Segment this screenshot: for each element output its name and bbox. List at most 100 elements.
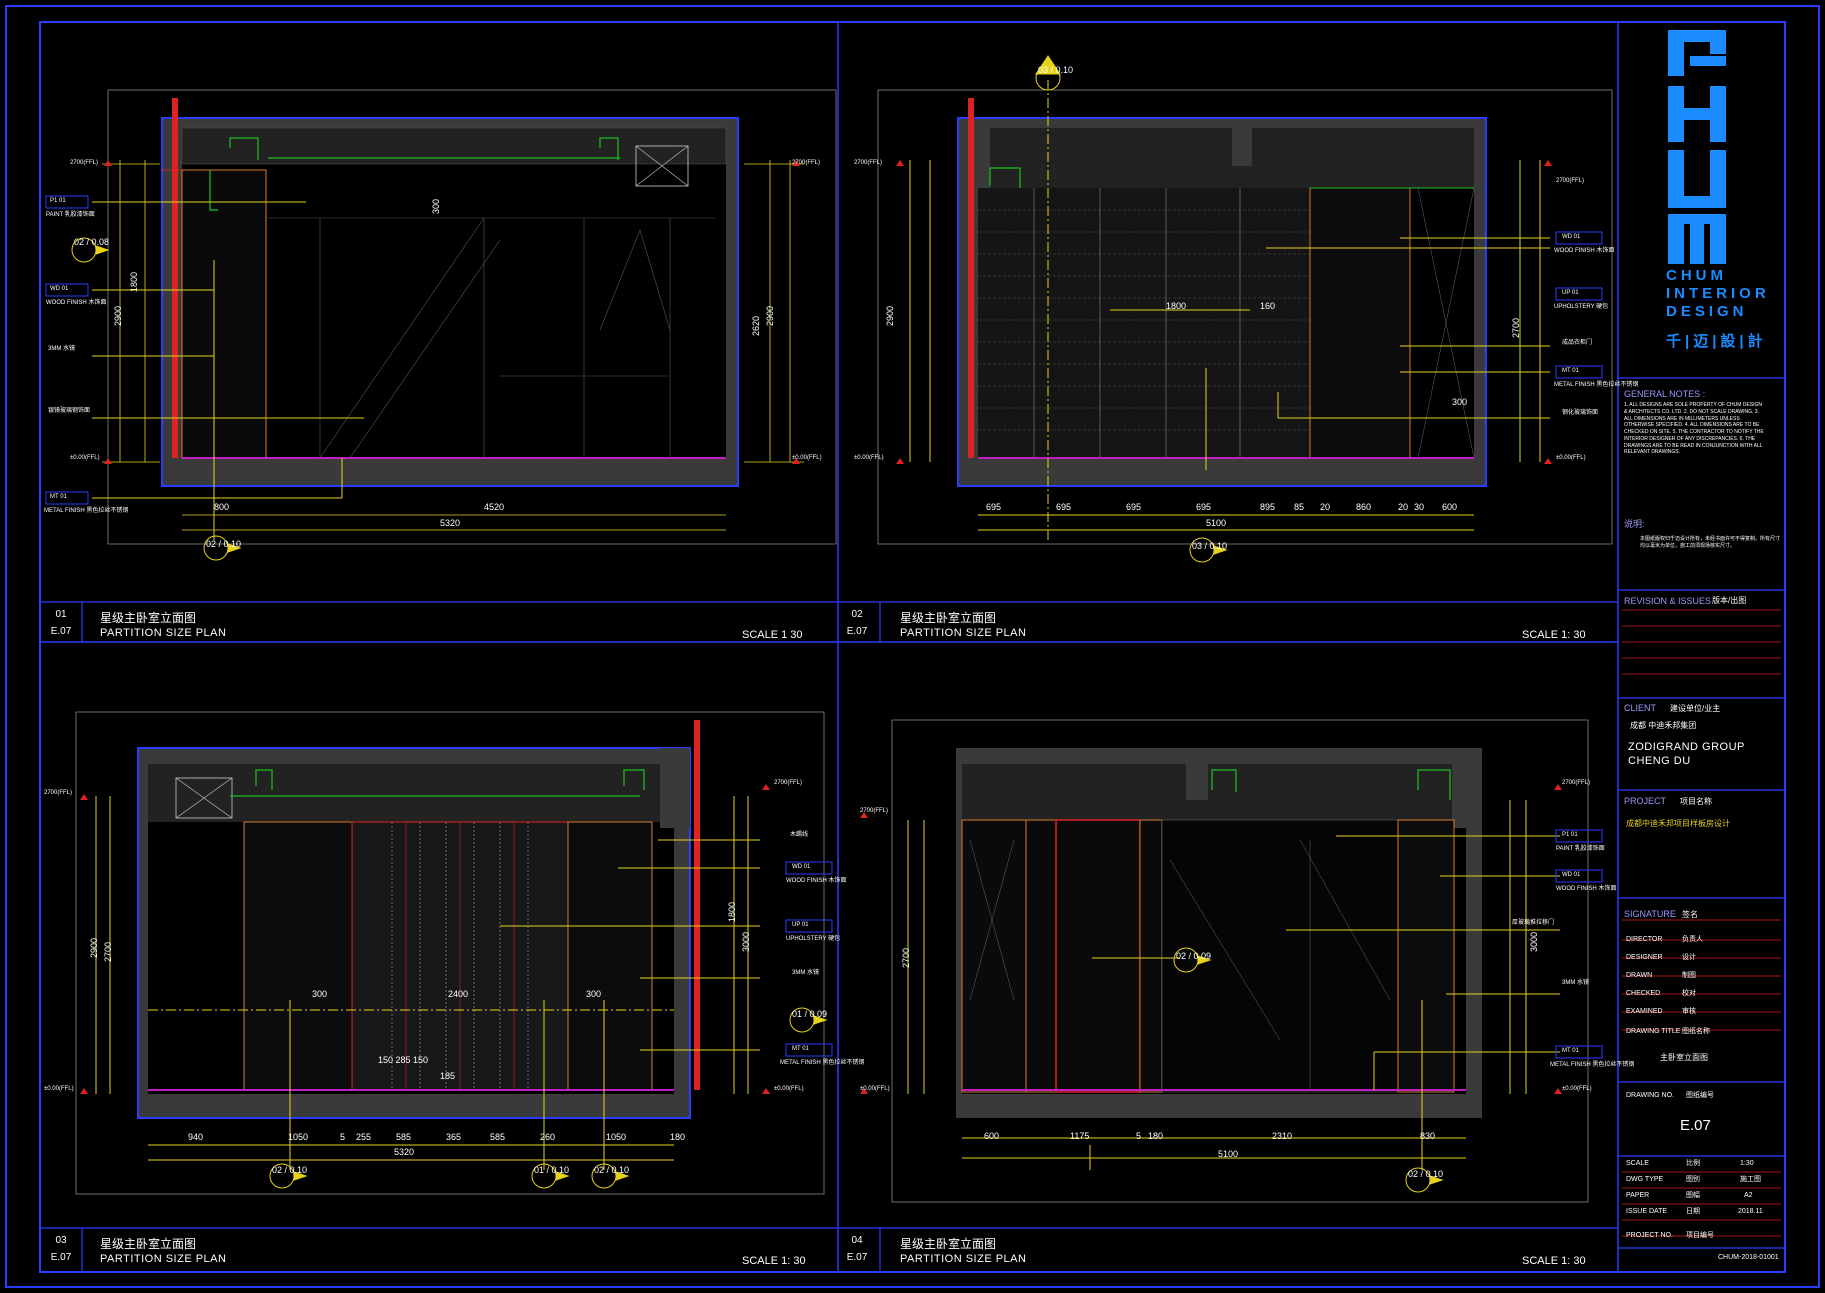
- v3-label-baseboard: 木踢线: [790, 832, 809, 838]
- v1-level-top-left: 2700(FFL): [70, 160, 99, 166]
- v1-dim-2900r: 2900: [765, 305, 775, 326]
- v4-dim-1175: 1175: [1070, 1131, 1090, 1141]
- view-scale-04: SCALE 1: 30: [1522, 1255, 1586, 1267]
- v3-label-upholstery: UPHOLSTERY 硬包: [786, 936, 841, 942]
- v2-dim-30: 30: [1414, 502, 1425, 512]
- v4-level-top-left: 2700(FFL): [860, 808, 889, 814]
- v4-tag-p1: P1 01: [1562, 832, 1578, 838]
- v2-label-metal: METAL FINISH 黑色拉丝不锈钢: [1554, 382, 1639, 388]
- meta-scale-cn: 比例: [1686, 1160, 1700, 1167]
- v3-dim-185: 185: [440, 1071, 456, 1081]
- v1-dim-300: 300: [431, 198, 441, 214]
- v3-dim-150-285: 150 285 150: [378, 1055, 429, 1065]
- v3-dim-2400: 2400: [448, 989, 469, 999]
- v4-tag-wd: WD 01: [1562, 872, 1581, 878]
- v1-label-paint: PAINT 乳胶漆饰面: [46, 212, 95, 218]
- v3-dim-180: 180: [670, 1132, 686, 1142]
- drawing-title-label: DRAWING TITLE: [1626, 1028, 1681, 1035]
- v1-tag-wd: WD 01: [50, 286, 69, 292]
- brand-line-cn: 千|迈|設|計: [1666, 333, 1767, 350]
- v2-marker-top: 03 / 0.10: [1038, 65, 1074, 75]
- v1-label-glass: 3MM 水镜: [48, 346, 76, 352]
- view-title-03: 星级主卧室立面图: [100, 1237, 197, 1251]
- project-heading-cn: 项目名称: [1680, 797, 1712, 806]
- general-notes-heading: GENERAL NOTES :: [1624, 389, 1706, 399]
- view-scale-03: SCALE 1: 30: [742, 1255, 806, 1267]
- v2-dim-860: 860: [1356, 502, 1372, 512]
- v2-label-wardrobe: 成品衣柜门: [1562, 340, 1593, 346]
- v3-dim-300-2: 300: [586, 989, 602, 999]
- v4-level-bottom-left: ±0.00(FFL): [860, 1086, 890, 1092]
- sig-row-drawn-cn: 制图: [1682, 972, 1696, 979]
- v3-marker-1: 02 / 0.10: [272, 1165, 308, 1175]
- drawing-no-label-cn: 图纸编号: [1686, 1092, 1714, 1099]
- view-number-01: 01: [55, 609, 67, 620]
- v1-marker-bottom: 02 / 0.10: [206, 539, 242, 549]
- v1-tag-mt: MT 01: [50, 494, 67, 500]
- v3-dim-300-1: 300: [312, 989, 328, 999]
- v3-dim-585-2: 585: [490, 1132, 506, 1142]
- v3-label-metal: METAL FINISH 黑色拉丝不锈钢: [780, 1060, 865, 1066]
- v4-dim-3000: 3000: [1529, 931, 1539, 952]
- v3-dim-1800: 1800: [727, 901, 737, 922]
- meta-scale-value: 1:30: [1740, 1160, 1754, 1167]
- brand-name: CHUM: [1666, 267, 1727, 284]
- project-number: CHUM-2018-01001: [1718, 1254, 1779, 1261]
- v1-dim-5320: 5320: [440, 518, 461, 528]
- v4-label-wood: WOOD FINISH 木饰面: [1556, 886, 1617, 892]
- v2-level-top-left: 2700(FFL): [854, 160, 883, 166]
- notes-cn-body: 本图纸版权归千迈设计所有，未经书面许可不得复制。所有尺寸均以毫米为单位，施工前须…: [1640, 536, 1781, 549]
- view-subtitle-03: PARTITION SIZE PLAN: [100, 1253, 227, 1265]
- v1-dim-800: 800: [214, 502, 230, 512]
- sig-row-director-cn: 负责人: [1682, 936, 1703, 943]
- sig-row-checked-cn: 校对: [1682, 990, 1696, 997]
- meta-issue-cn: 日期: [1686, 1208, 1700, 1215]
- revision-heading-cn: 版本/出图: [1712, 596, 1747, 605]
- tag-boxes: [45, 195, 1603, 1059]
- view-02: [877, 80, 1613, 545]
- view-01: [92, 89, 837, 545]
- brand-logo: [1668, 30, 1726, 264]
- v2-label-upholstery: UPHOLSTERY 硬包: [1554, 304, 1609, 310]
- client-heading-cn: 建设单位/业主: [1670, 704, 1721, 713]
- v4-dim-830: 830: [1420, 1131, 1436, 1141]
- v1-label-wood: WOOD FINISH 木饰面: [46, 300, 107, 306]
- v3-dim-5320: 5320: [394, 1147, 415, 1157]
- v3-label-wood: WOOD FINISH 木饰面: [786, 878, 847, 884]
- v3-marker-2: 01 / 0.10: [534, 1165, 570, 1175]
- meta-scale-label: SCALE: [1626, 1160, 1649, 1167]
- v2-dim-1800: 1800: [1166, 301, 1187, 311]
- v2-dim-695-3: 695: [1126, 502, 1142, 512]
- sig-row-examined: EXAMINED: [1626, 1008, 1663, 1015]
- v3-dim-365: 365: [446, 1132, 462, 1142]
- v2-dim-5100: 5100: [1206, 518, 1227, 528]
- v4-label-glass: 3MM 水镜: [1562, 980, 1590, 986]
- drawing-number: E.07: [1680, 1117, 1711, 1134]
- v4-tag-mt: MT 01: [1562, 1048, 1579, 1054]
- sig-row-director: DIRECTOR: [1626, 936, 1663, 943]
- sig-row-examined-cn: 审核: [1682, 1008, 1696, 1015]
- project-name: 成都中迪禾邦项目样板房设计: [1626, 819, 1730, 828]
- v3-level-bottom-right: ±0.00(FFL): [774, 1086, 804, 1092]
- v3-dim-5: 5: [340, 1132, 346, 1142]
- v3-tag-wd: WD 01: [792, 864, 811, 870]
- v2-dim-85: 85: [1294, 502, 1305, 512]
- v4-level-top-right: 2700(FFL): [1562, 780, 1591, 786]
- v4-dim-180: 180: [1148, 1131, 1164, 1141]
- v1-dim-2620: 2620: [751, 315, 761, 336]
- drawing-frame: [39, 21, 1786, 1273]
- sig-row-drawn: DRAWN: [1626, 972, 1653, 979]
- v3-dim-260: 260: [540, 1132, 556, 1142]
- v4-marker-2: 02 / 0.10: [1408, 1169, 1444, 1179]
- drawing-no-label: DRAWING NO.: [1626, 1092, 1674, 1099]
- client-city: CHENG DU: [1628, 755, 1691, 767]
- meta-paper-label: PAPER: [1626, 1192, 1650, 1199]
- v4-dim-2700: 2700: [901, 947, 911, 968]
- v4-label-glass-door: 厚玻璃推拉移门: [1512, 920, 1555, 926]
- meta-project-no-label: PROJECT NO.: [1626, 1232, 1673, 1239]
- view-scale-01: SCALE 1 30: [742, 629, 803, 641]
- v3-marker-4: 01 / 0.09: [792, 1009, 828, 1019]
- v2-level-top-right: 2700(FFL): [1556, 178, 1585, 184]
- meta-issue-label: ISSUE DATE: [1626, 1208, 1668, 1215]
